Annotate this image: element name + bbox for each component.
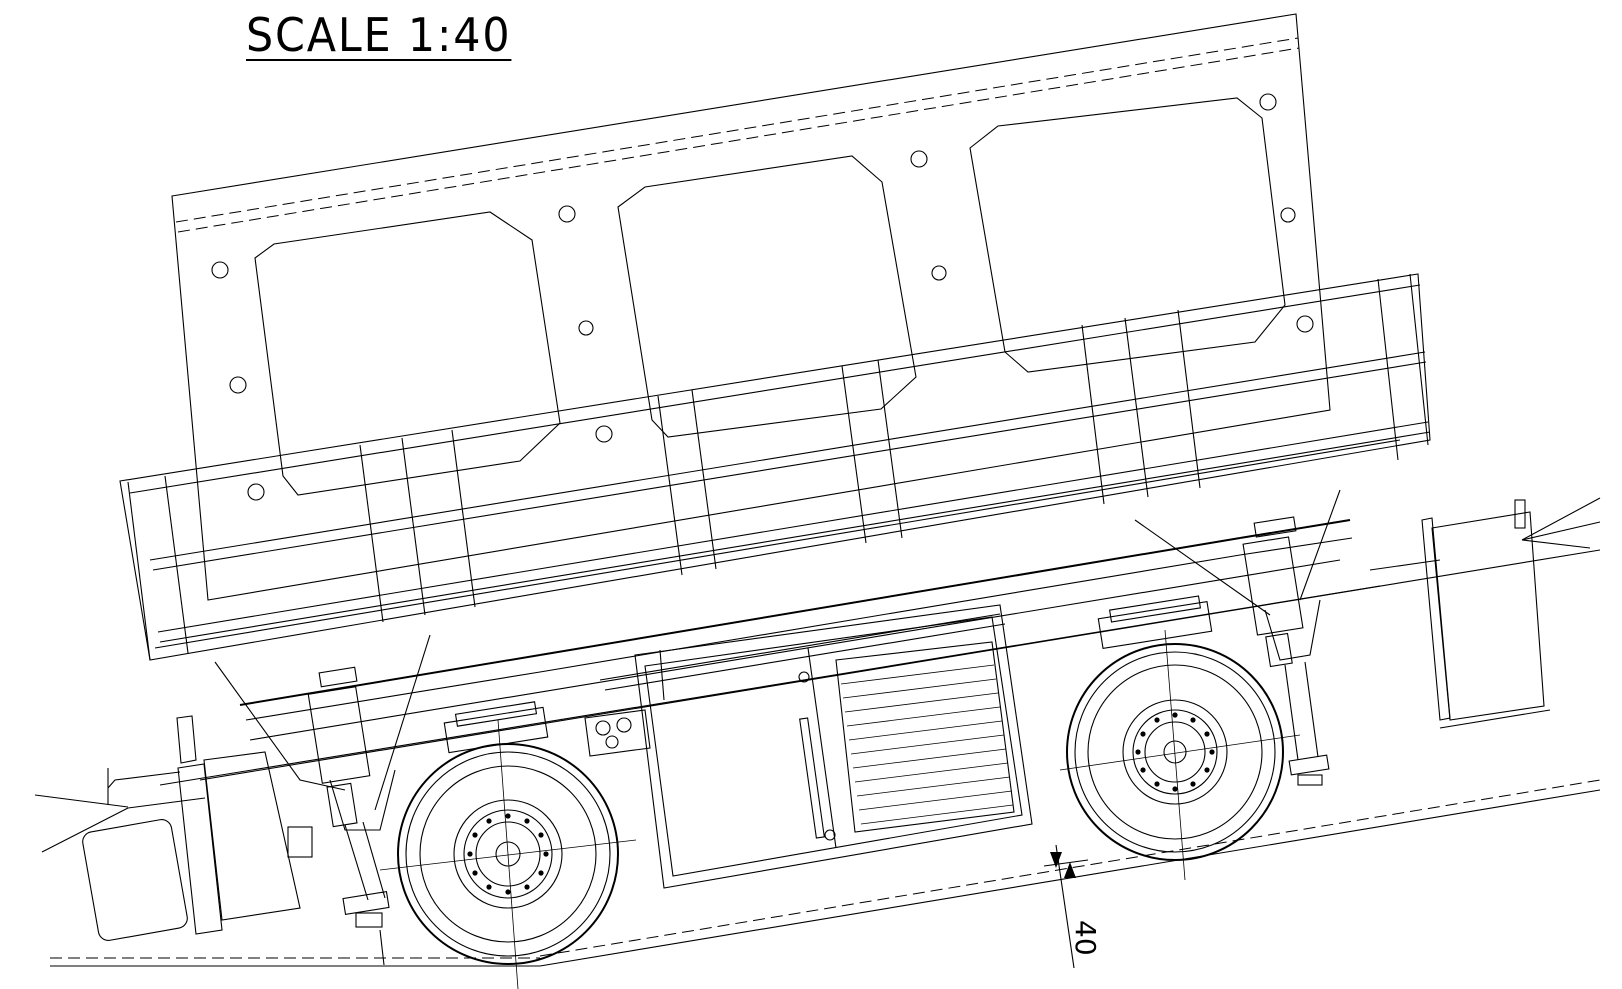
container-holes <box>211 93 1314 501</box>
container-window-3 <box>969 97 1286 373</box>
container-window-1 <box>254 211 561 496</box>
right-end-bracket <box>1369 499 1551 729</box>
scale-title: SCALE 1:40 <box>246 8 512 62</box>
chassis-frame <box>159 519 1601 786</box>
equipment-cabinet <box>634 604 1033 889</box>
right-wheel-bolts <box>1135 712 1215 792</box>
right-tow-bar <box>1521 497 1601 549</box>
ground-line <box>50 779 1601 967</box>
container-window-2 <box>617 155 917 438</box>
gauge-panel <box>584 709 651 757</box>
left-wheel <box>379 701 637 989</box>
clearance-dimension: 40 <box>1043 844 1102 969</box>
left-jack <box>307 666 390 966</box>
right-jack <box>1242 516 1330 786</box>
cabinet-louvres <box>840 664 1014 825</box>
upper-container <box>171 13 1331 601</box>
left-wheel-bolts <box>467 813 549 895</box>
dimension-value: 40 <box>1069 920 1102 956</box>
left-tow-bar <box>34 794 206 853</box>
platform-railing <box>119 273 1431 661</box>
left-end-box <box>82 715 313 941</box>
suspension-struts <box>214 489 1341 831</box>
right-wheel <box>1059 595 1301 881</box>
